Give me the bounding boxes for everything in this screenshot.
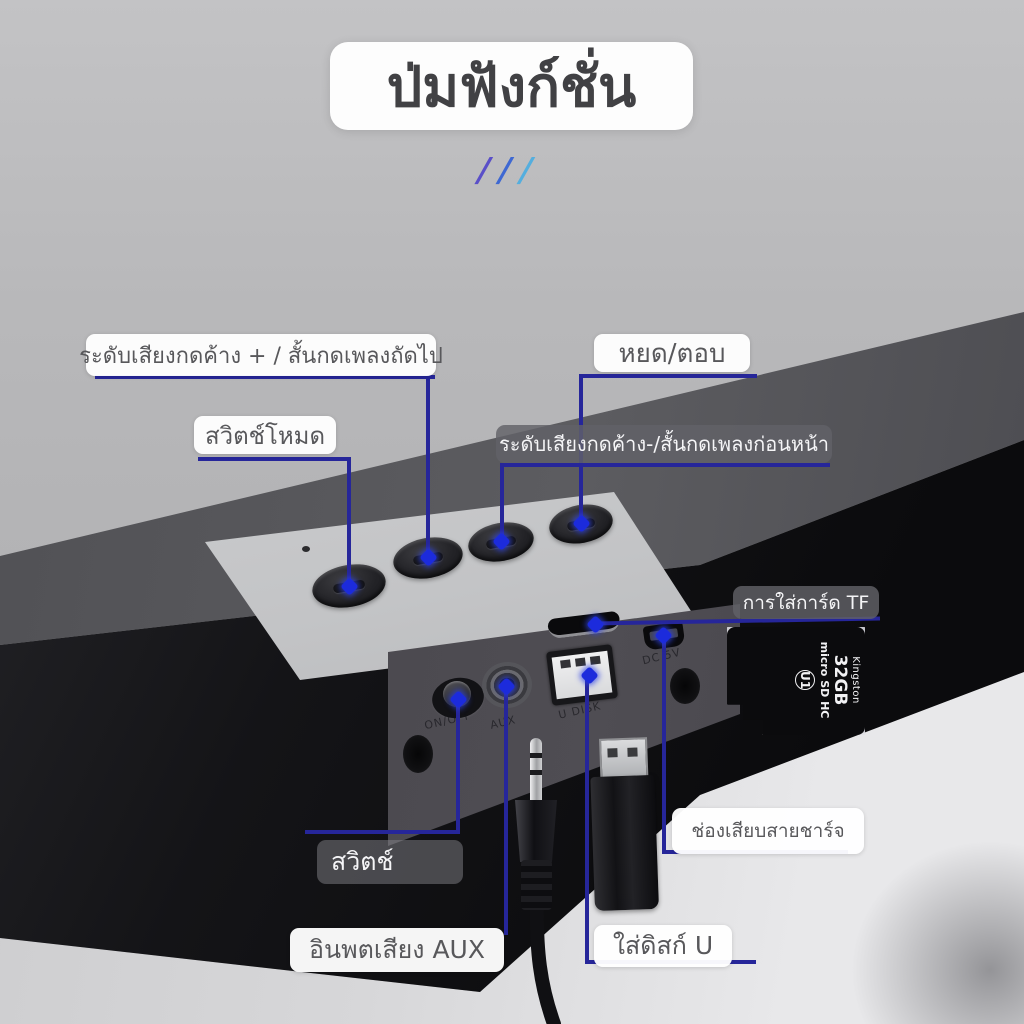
connector-line-aux	[504, 687, 508, 935]
title-banner: ป่มฟังก์ชั่น	[330, 42, 693, 130]
tf-card-capacity: 32GB	[830, 654, 851, 706]
callout-usb-disk: ใส่ดิสก์ U	[594, 925, 732, 967]
connector-line-vol-down	[500, 463, 830, 467]
callout-mode-switch: สวิตช์โหมด	[194, 416, 336, 454]
status-led	[302, 546, 310, 552]
usb-flash-drive	[589, 737, 659, 912]
connector-line-vol-down	[500, 463, 504, 542]
connector-line-mode	[198, 457, 351, 461]
aux-plug-body	[515, 800, 557, 862]
tf-card-brand: Kingston	[850, 656, 861, 704]
tf-card: Kingston 32GB micro SD HC U1	[727, 627, 865, 735]
tf-card-type: micro SD HC	[817, 641, 831, 719]
tf-card-print: Kingston 32GB micro SD HC U1	[731, 627, 861, 735]
connector-line-switch	[305, 830, 460, 834]
callout-pause-answer: หยด/ตอบ	[594, 334, 750, 372]
aux-plug-neck	[521, 860, 552, 910]
aux-plug-ring	[530, 770, 542, 775]
usb-pin	[589, 655, 601, 665]
slash-icon: /	[494, 150, 516, 189]
callout-tf-card: การใส่การ์ด TF	[733, 586, 879, 619]
usb-drive-body	[590, 774, 659, 912]
aux-plug-ring	[530, 753, 542, 758]
usb-pin	[574, 657, 586, 667]
slash-icon: /	[473, 150, 495, 189]
slash-decor: / / /	[473, 150, 537, 189]
callout-vol-up-next: ระดับเสียงกดค้าง + / สั้นกดเพลงถัดไป	[79, 334, 443, 376]
slash-icon: /	[515, 150, 538, 189]
usb-drive-hole	[607, 748, 618, 758]
tf-card-speed-class: U1	[795, 670, 816, 690]
page-title: ป่มฟังก์ชั่น	[386, 54, 637, 120]
connector-line-switch	[456, 700, 460, 834]
connector-line-usb	[585, 678, 589, 963]
connector-line-vol-up	[95, 375, 435, 379]
callout-vol-down-prev: ระดับเสียงกดค้าง-/สั้นกดเพลงก่อนหน้า	[496, 425, 832, 463]
connector-line-mode	[347, 457, 351, 586]
connector-line-pause	[582, 374, 757, 378]
screw-hole	[670, 668, 700, 704]
callout-aux-input: อินพตเสียง AUX	[290, 928, 504, 972]
usb-drive-connector	[599, 737, 649, 781]
usb-drive-hole	[627, 747, 638, 757]
connector-line-vol-up	[426, 375, 430, 558]
screw-hole	[403, 735, 433, 773]
callout-power-switch: สวิตช์	[317, 840, 463, 884]
connector-line-charge	[662, 636, 666, 854]
usb-pin	[560, 659, 571, 669]
callout-charge-port: ช่องเสียบสายชาร์จ	[672, 808, 864, 854]
